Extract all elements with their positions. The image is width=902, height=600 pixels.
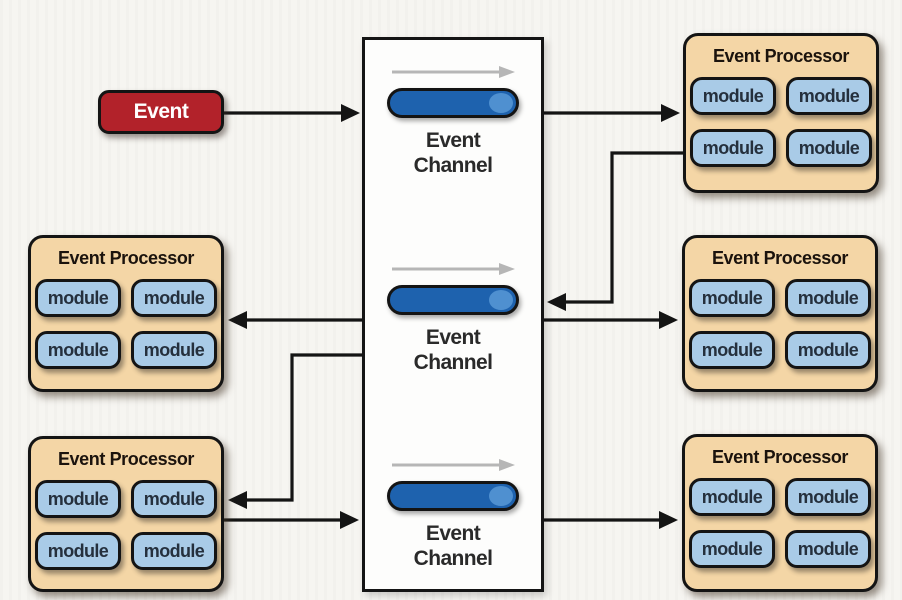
arrow-channel-1-to-right-top-processor <box>544 104 680 122</box>
module-box: module <box>786 129 872 167</box>
module-grid: module module module module <box>685 478 875 568</box>
event-channel-section-1: Event Channel <box>386 64 520 178</box>
event-channel-label: Event Channel <box>413 326 493 375</box>
event-queue-pill <box>387 285 519 315</box>
arrow-channel-2-to-left-middle-processor <box>228 311 362 329</box>
module-box: module <box>785 530 871 568</box>
event-processor-box-right-middle: Event Processor module module module mod… <box>682 235 878 392</box>
module-box: module <box>690 77 776 115</box>
module-box: module <box>35 331 121 369</box>
module-grid: module module module module <box>31 480 221 570</box>
event-queue-pill <box>387 481 519 511</box>
flow-direction-arrow-icon <box>392 459 515 471</box>
module-box: module <box>35 480 121 518</box>
event-channel-label: Event Channel <box>413 522 493 571</box>
module-box: module <box>131 279 217 317</box>
event-label: Event <box>133 100 189 123</box>
processor-title: Event Processor <box>711 447 849 467</box>
module-box: module <box>131 532 217 570</box>
module-box: module <box>786 77 872 115</box>
module-box: module <box>35 279 121 317</box>
event-channel-section-2: Event Channel <box>386 261 520 375</box>
processor-title: Event Processor <box>712 46 850 66</box>
module-box: module <box>690 129 776 167</box>
processor-title: Event Processor <box>57 248 195 268</box>
processor-title: Event Processor <box>711 248 849 268</box>
event-box: Event <box>98 90 224 134</box>
arrow-channel-2-to-left-bottom-processor <box>228 353 362 509</box>
module-box: module <box>35 532 121 570</box>
event-processor-box-right-top: Event Processor module module module mod… <box>683 33 879 193</box>
module-box: module <box>689 331 775 369</box>
flow-direction-arrow-icon <box>392 263 515 275</box>
arrow-channel-2-to-right-middle-processor <box>544 311 678 329</box>
flow-direction-arrow-icon <box>392 66 515 78</box>
arrow-event-to-channel-1 <box>224 104 360 122</box>
module-box: module <box>785 279 871 317</box>
event-channel-section-3: Event Channel <box>386 457 520 571</box>
processor-title: Event Processor <box>57 449 195 469</box>
event-processor-box-left-bottom: Event Processor module module module mod… <box>28 436 224 592</box>
module-box: module <box>131 480 217 518</box>
event-queue-pill <box>387 88 519 118</box>
event-processor-box-right-bottom: Event Processor module module module mod… <box>682 434 878 592</box>
module-box: module <box>131 331 217 369</box>
module-box: module <box>785 478 871 516</box>
module-box: module <box>785 331 871 369</box>
module-grid: module module module module <box>686 77 876 167</box>
module-grid: module module module module <box>685 279 875 369</box>
module-box: module <box>689 279 775 317</box>
event-processor-box-left-middle: Event Processor module module module mod… <box>28 235 224 392</box>
arrow-channel-3-to-right-bottom-processor <box>544 511 678 529</box>
arrow-right-top-processor-to-channel-2 <box>547 151 684 311</box>
event-channel-label: Event Channel <box>413 129 493 178</box>
arrow-left-bottom-processor-to-channel-3 <box>222 511 359 529</box>
module-grid: module module module module <box>31 279 221 369</box>
module-box: module <box>689 530 775 568</box>
module-box: module <box>689 478 775 516</box>
event-channel-box: Event Channel Event Channel Event Channe… <box>362 37 544 592</box>
